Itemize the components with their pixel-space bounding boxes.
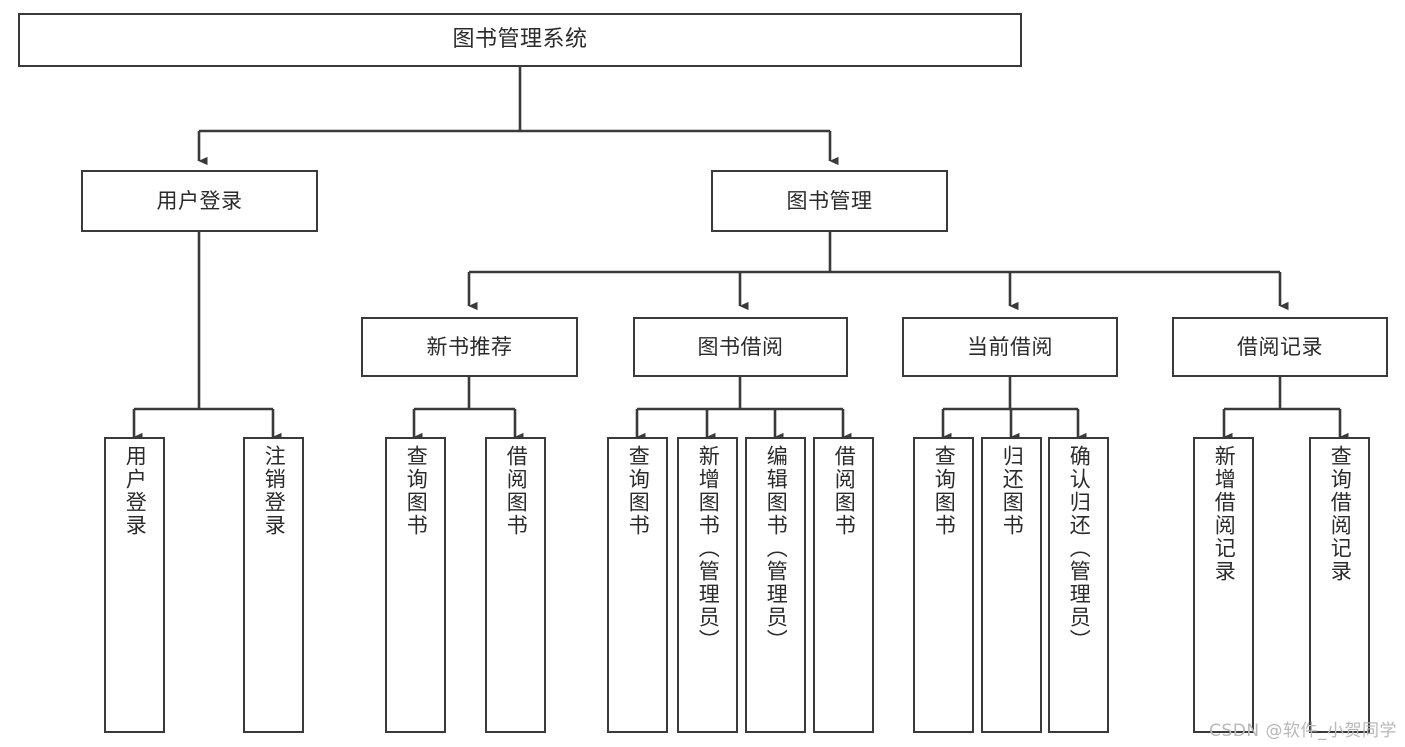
- node-leaf-add-borrow-record[interactable]: 新增借阅记录: [1193, 437, 1254, 733]
- node-leaf-edit-book-admin[interactable]: 编辑图书（管理员）: [745, 437, 806, 733]
- node-label: 新增图书（管理员）: [696, 445, 721, 652]
- node-label: 新书推荐: [426, 334, 513, 359]
- node-leaf-query-borrow-record[interactable]: 查询借阅记录: [1309, 437, 1370, 733]
- node-leaf-add-book-admin[interactable]: 新增图书（管理员）: [677, 437, 738, 733]
- edge-new-book-to-leaves: [412, 377, 524, 442]
- node-root-system[interactable]: 图书管理系统: [18, 13, 1022, 67]
- node-category-borrow-record[interactable]: 借阅记录: [1172, 317, 1388, 377]
- node-category-current-borrow[interactable]: 当前借阅: [902, 317, 1118, 377]
- node-label: 当前借阅: [967, 334, 1053, 359]
- node-label: 新增借阅记录: [1212, 445, 1237, 583]
- node-label: 借阅图书: [504, 445, 529, 537]
- node-label: 查询借阅记录: [1328, 445, 1353, 583]
- node-label: 图书管理系统: [452, 27, 588, 53]
- node-label: 查询图书: [626, 445, 651, 537]
- node-leaf-return-book[interactable]: 归还图书: [981, 437, 1042, 733]
- node-leaf-query-book-recommend[interactable]: 查询图书: [385, 437, 446, 733]
- node-label: 编辑图书（管理员）: [764, 445, 789, 652]
- edge-borrow-record-to-leaves: [1222, 377, 1349, 442]
- node-label: 图书管理: [786, 188, 873, 213]
- node-leaf-borrow-book-recommend[interactable]: 借阅图书: [485, 437, 546, 733]
- node-label: 查询图书: [404, 445, 429, 537]
- node-label: 查询图书: [932, 445, 957, 537]
- edge-user-login-to-leaves: [132, 232, 282, 442]
- node-label: 归还图书: [1000, 445, 1025, 537]
- node-leaf-query-book-current[interactable]: 查询图书: [913, 437, 974, 733]
- node-label: 注销登录: [262, 445, 287, 537]
- edge-book-mgmt-to-categories: [467, 232, 1289, 311]
- node-label: 确认归还（管理员）: [1067, 445, 1092, 652]
- edge-root-to-level2: [197, 67, 839, 166]
- node-label: 用户登录: [123, 445, 148, 537]
- node-label: 借阅记录: [1237, 334, 1323, 359]
- node-label: 图书借阅: [697, 334, 784, 359]
- node-leaf-user-login[interactable]: 用户登录: [104, 437, 165, 733]
- node-category-new-book-recommend[interactable]: 新书推荐: [361, 317, 578, 377]
- node-label: 借阅图书: [832, 445, 857, 537]
- edge-book-borrow-to-leaves: [635, 377, 852, 442]
- node-leaf-query-book-borrow[interactable]: 查询图书: [607, 437, 668, 733]
- watermark-text: CSDN @软件_小贺同学: [1209, 721, 1397, 741]
- node-leaf-borrow-book[interactable]: 借阅图书: [813, 437, 874, 733]
- node-leaf-logout[interactable]: 注销登录: [243, 437, 304, 733]
- node-branch-book-management[interactable]: 图书管理: [711, 170, 948, 232]
- node-category-book-borrow[interactable]: 图书借阅: [633, 317, 848, 377]
- node-leaf-confirm-return-admin[interactable]: 确认归还（管理员）: [1048, 437, 1109, 733]
- edge-current-borrow-to-leaves: [941, 377, 1087, 442]
- node-label: 用户登录: [156, 188, 243, 213]
- node-branch-user-login[interactable]: 用户登录: [81, 170, 318, 232]
